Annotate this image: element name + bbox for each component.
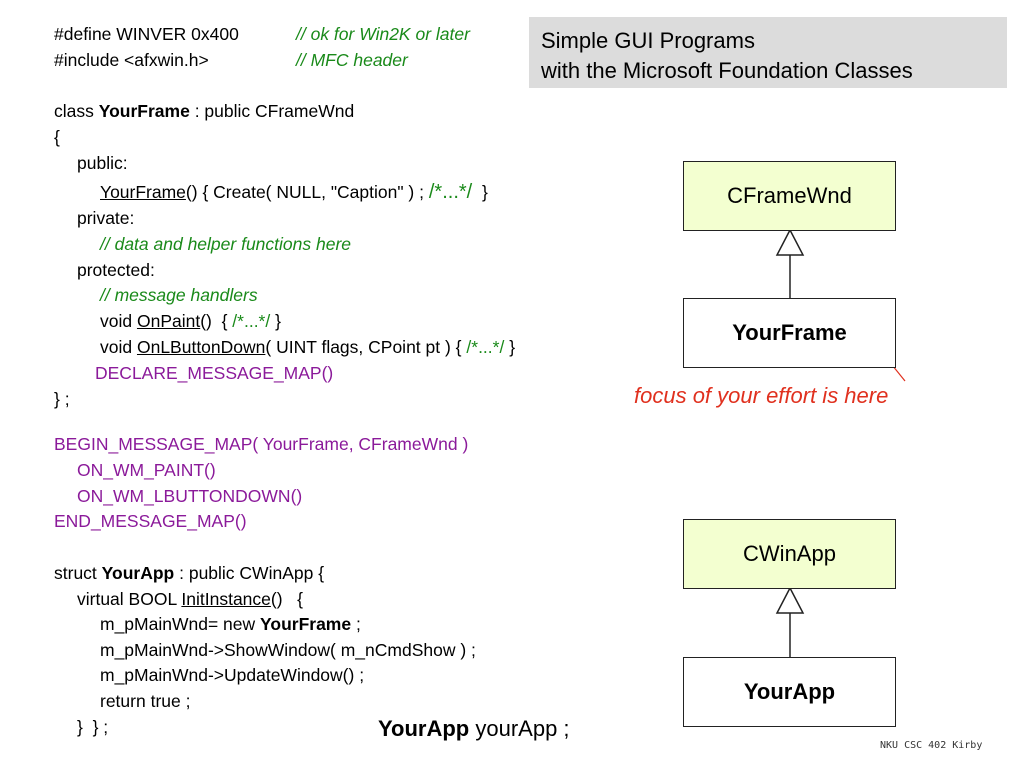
code-line-onlbuttondown: void OnLButtonDown( UINT flags, CPoint p…	[100, 337, 515, 358]
initinstance-rest: () {	[270, 589, 303, 609]
onlbd-comment: /*...*/	[466, 337, 505, 357]
struct-keyword: struct	[54, 563, 102, 583]
code-line-include: #include <afxwin.h>	[54, 50, 209, 70]
uml-class-cframewnd: CFrameWnd	[683, 161, 896, 231]
class-keyword: class	[54, 101, 99, 121]
onlbd-name: OnLButtonDown	[136, 337, 266, 357]
code-line-close-class: } ;	[54, 389, 70, 409]
code-line-public: public:	[77, 153, 128, 173]
uml-class-yourapp: YourApp	[683, 657, 896, 727]
code-comment-mfc: // MFC header	[296, 50, 408, 70]
ctor-name: YourFrame	[100, 182, 186, 202]
onpaint-name: OnPaint	[136, 311, 201, 331]
slide-title-line1: Simple GUI Programs	[541, 28, 755, 53]
ctor-comment: /*...*/	[428, 181, 473, 203]
onlbd-end: }	[504, 337, 516, 357]
code-line-new-frame: m_pMainWnd= new YourFrame ;	[100, 614, 361, 635]
code-end-message-map: END_MESSAGE_MAP()	[54, 511, 247, 531]
code-line-ctor: YourFrame() { Create( NULL, "Caption" ) …	[100, 181, 488, 204]
yourapp-instance-decl: YourApp yourApp ;	[378, 716, 570, 742]
yourapp-decl-type: YourApp	[378, 716, 470, 741]
code-declare-message-map: DECLARE_MESSAGE_MAP()	[95, 363, 334, 383]
code-line-define: #define WINVER 0x400	[54, 24, 239, 45]
class-base: : public CFrameWnd	[189, 101, 355, 121]
new-frame-a: m_pMainWnd= new	[100, 614, 261, 634]
focus-note: focus of your effort is here	[634, 383, 889, 408]
onlbd-rest: ( UINT flags, CPoint pt ) {	[265, 337, 467, 357]
onpaint-rest: () {	[200, 311, 233, 331]
code-line-return: return true ;	[100, 691, 191, 711]
code-comment-data: // data and helper functions here	[100, 234, 352, 254]
class-name: YourFrame	[98, 101, 190, 121]
code-line-onpaint: void OnPaint() { /*...*/ }	[100, 311, 281, 332]
code-line-private: private:	[77, 208, 135, 228]
code-line-class: class YourFrame : public CFrameWnd	[54, 101, 354, 122]
code-comment-win2k: // ok for Win2K or later	[296, 24, 470, 44]
footer-credit: NKU CSC 402 Kirby	[880, 740, 983, 751]
define-text: #define WINVER 0x400	[54, 24, 239, 44]
onpaint-end: }	[270, 311, 281, 331]
slide-title-line2: with the Microsoft Foundation Classes	[541, 58, 913, 83]
code-comment-handlers: // message handlers	[100, 285, 258, 305]
struct-name: YourApp	[101, 563, 175, 583]
code-on-wm-lbuttondown: ON_WM_LBUTTONDOWN()	[77, 486, 303, 506]
frame-inheritance-arrow-icon	[775, 228, 805, 256]
code-on-wm-paint: ON_WM_PAINT()	[77, 460, 216, 480]
app-inheritance-arrow-icon	[775, 586, 805, 614]
yourapp-decl-var: yourApp ;	[469, 716, 570, 741]
onlbd-void: void	[100, 337, 137, 357]
slide-title-box: Simple GUI Programs with the Microsoft F…	[529, 17, 1007, 88]
ctor-end: }	[472, 182, 488, 202]
struct-base: : public CWinApp {	[174, 563, 325, 583]
uml-class-cwinapp: CWinApp	[683, 519, 896, 589]
new-frame-end: ;	[351, 614, 361, 634]
onpaint-void: void	[100, 311, 137, 331]
initinstance-kw: virtual BOOL	[77, 589, 182, 609]
initinstance-name: InitInstance	[181, 589, 271, 609]
ctor-body: () { Create( NULL, "Caption" ) ;	[185, 182, 429, 202]
code-begin-message-map: BEGIN_MESSAGE_MAP( YourFrame, CFrameWnd …	[54, 434, 469, 454]
new-frame-type: YourFrame	[260, 614, 352, 634]
onpaint-comment: /*...*/	[232, 311, 271, 331]
code-line-protected: protected:	[77, 260, 155, 280]
code-line-initinstance: virtual BOOL InitInstance() {	[77, 589, 303, 610]
code-line-updatewindow: m_pMainWnd->UpdateWindow() ;	[100, 665, 365, 685]
code-line-struct: struct YourApp : public CWinApp {	[54, 563, 324, 584]
code-line-close-struct: } } ;	[77, 717, 109, 737]
uml-class-yourframe: YourFrame	[683, 298, 896, 368]
code-line-open-brace: {	[54, 127, 60, 147]
code-line-showwindow: m_pMainWnd->ShowWindow( m_nCmdShow ) ;	[100, 640, 476, 660]
